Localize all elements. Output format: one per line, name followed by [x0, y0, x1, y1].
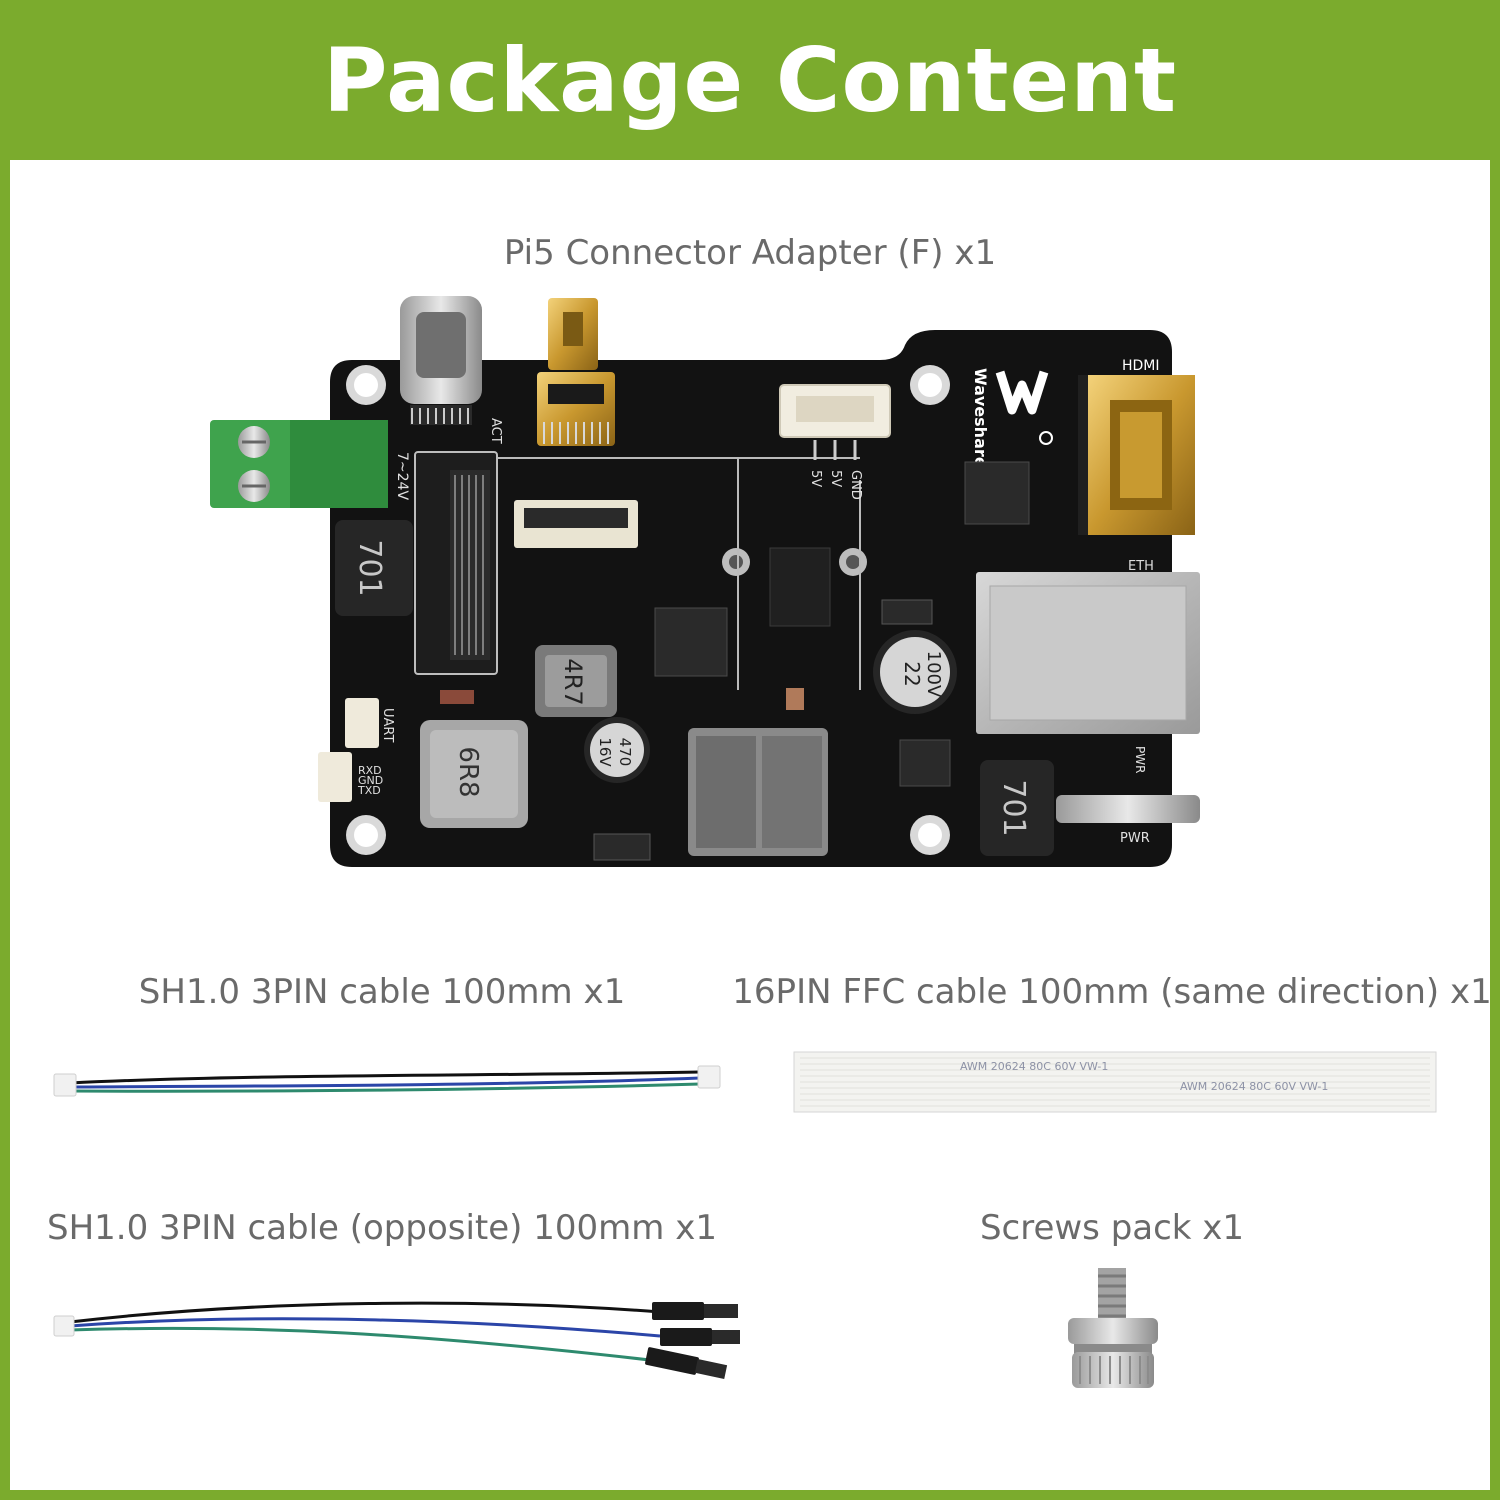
caption-ffc-cable: 16PIN FFC cable 100mm (same direction) x… — [732, 972, 1492, 1012]
diode — [593, 833, 651, 861]
sh-connector — [53, 1315, 75, 1337]
svg-text:16V: 16V — [596, 737, 614, 767]
capacitor-22uf: 22 100V — [873, 630, 957, 714]
caption-screws: Screws pack x1 — [979, 1208, 1245, 1248]
rxd-label: RXD — [358, 764, 382, 777]
mounting-hole — [910, 365, 950, 405]
power-chip — [769, 547, 831, 627]
waveshare-logo — [995, 370, 1053, 445]
resistor — [440, 690, 474, 704]
sh-cable-opposite — [53, 1301, 740, 1379]
mounting-hole — [346, 365, 386, 405]
gnd-label: GND — [358, 774, 383, 787]
svg-text:100V: 100V — [923, 651, 944, 698]
inductor-6r8: 6R8 — [420, 720, 528, 828]
thumb-screw — [1068, 1268, 1158, 1388]
uart-header — [318, 698, 379, 802]
hdmi-chip — [964, 461, 1030, 525]
pin-gnd-label: GND — [848, 470, 863, 500]
svg-text:470: 470 — [616, 738, 634, 767]
act-label: ACT — [488, 418, 503, 444]
sh-cable — [53, 1065, 721, 1097]
pwr-label: PWR — [1120, 831, 1150, 846]
txd-label: TXD — [357, 784, 381, 797]
diode — [881, 599, 933, 625]
micro-hdmi-connector — [537, 298, 615, 446]
pwr-led-label: PWR — [1133, 746, 1147, 773]
usb-c-connector — [400, 296, 482, 425]
brand-label: Waveshare — [971, 368, 990, 468]
uart-label: UART — [380, 708, 395, 742]
dupont-connector — [645, 1347, 728, 1379]
adapter-board: ACT 7~24V 5V 5V GND — [210, 296, 1200, 867]
svg-text:6R8: 6R8 — [453, 746, 483, 797]
svg-text:22: 22 — [900, 661, 924, 686]
pin-5v-label: 5V — [808, 470, 823, 487]
eth-label: ETH — [1128, 559, 1154, 574]
power-pin — [1056, 795, 1200, 823]
inductor-4r7: 4R7 — [535, 645, 617, 717]
ffc-print: AWM 20624 80C 60V VW-1 — [1180, 1080, 1328, 1093]
inductor-701: 701 — [980, 760, 1054, 856]
header-banner: Package Content — [0, 0, 1500, 160]
dupont-connector — [652, 1302, 738, 1320]
dupont-connector — [660, 1328, 740, 1346]
caption-sh-cable: SH1.0 3PIN cable 100mm x1 — [138, 972, 626, 1012]
sh-connector — [697, 1065, 721, 1089]
terminal-block — [210, 420, 388, 508]
svg-text:701: 701 — [996, 779, 1031, 836]
sh-connector — [53, 1073, 77, 1097]
inductor-701: 701 — [335, 520, 413, 616]
eth-chip — [899, 739, 951, 787]
pin-5v-label: 5V — [828, 470, 843, 487]
capacitor-smd — [786, 688, 804, 710]
caption-adapter: Pi5 Connector Adapter (F) x1 — [503, 233, 997, 273]
m2-slot — [414, 451, 498, 675]
page-title: Package Content — [322, 28, 1178, 132]
hdmi-label: HDMI — [1122, 358, 1160, 374]
mounting-hole — [910, 815, 950, 855]
transformer — [688, 728, 828, 856]
ffc-connector — [514, 500, 638, 548]
ffc-cable: AWM 20624 80C 60V VW-1 AWM 20624 80C 60V… — [793, 1051, 1437, 1113]
svg-text:4R7: 4R7 — [559, 658, 587, 705]
capacitor-470uf: 16V 470 — [584, 717, 650, 783]
svg-text:701: 701 — [352, 539, 387, 596]
fan-header — [779, 384, 891, 460]
controller-chip — [654, 607, 728, 677]
ffc-print: AWM 20624 80C 60V VW-1 — [960, 1060, 1108, 1073]
ethernet-port — [976, 572, 1200, 734]
vin-label: 7~24V — [394, 452, 410, 500]
mounting-hole — [346, 815, 386, 855]
caption-sh-cable-opposite: SH1.0 3PIN cable (opposite) 100mm x1 — [47, 1208, 717, 1248]
hdmi-port — [1078, 375, 1195, 535]
